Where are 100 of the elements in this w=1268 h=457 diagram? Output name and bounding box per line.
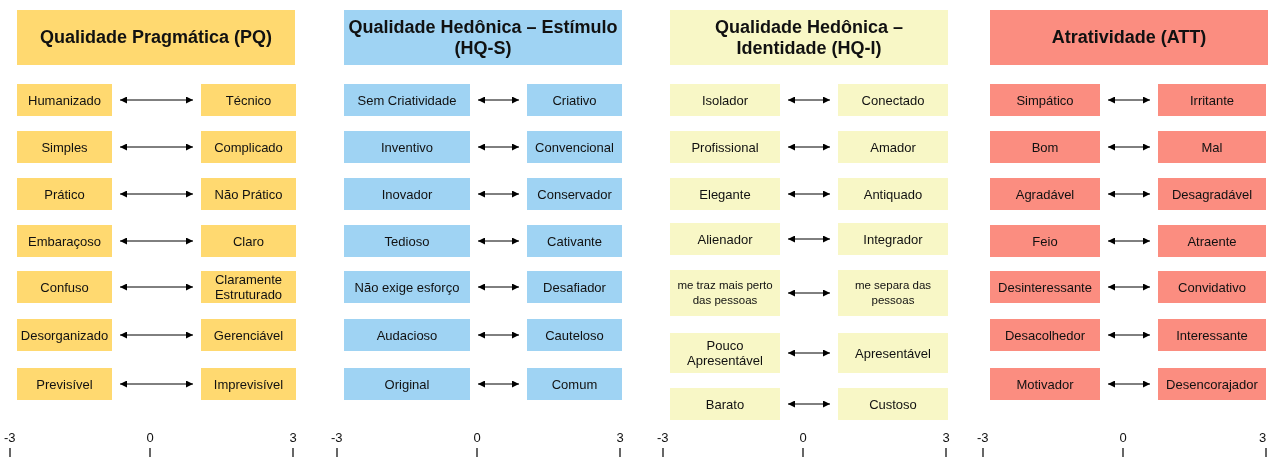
adjective-box: Conectado xyxy=(838,84,948,116)
adjective-box: Custoso xyxy=(838,388,948,420)
double-arrow xyxy=(1107,283,1151,291)
adjective-box: Apresentável xyxy=(838,333,948,373)
adjective-box: Convidativo xyxy=(1158,271,1266,303)
adjective-box: me traz mais perto das pessoas xyxy=(670,270,780,316)
double-arrow xyxy=(787,349,831,357)
category-header: Qualidade Hedônica – Estímulo (HQ-S) xyxy=(344,10,622,65)
adjective-box: Cativante xyxy=(527,225,622,257)
double-arrow xyxy=(119,96,194,104)
adjective-box: me separa das pessoas xyxy=(838,270,948,316)
double-arrow xyxy=(1107,237,1151,245)
adjective-box: Tedioso xyxy=(344,225,470,257)
double-arrow xyxy=(477,96,520,104)
adjective-box: Desorganizado xyxy=(17,319,112,351)
double-arrow xyxy=(787,190,831,198)
axis-tick-label: -3 xyxy=(4,430,16,445)
adjective-box: Confuso xyxy=(17,271,112,303)
double-arrow xyxy=(119,380,194,388)
axis-tick-label: 3 xyxy=(616,430,624,445)
adjective-box: Agradável xyxy=(990,178,1100,210)
adjective-box: Cauteloso xyxy=(527,319,622,351)
axis-tick-label: 0 xyxy=(1119,430,1127,445)
adjective-box: Desencorajador xyxy=(1158,368,1266,400)
adjective-box: Técnico xyxy=(201,84,296,116)
adjective-box: Simples xyxy=(17,131,112,163)
double-arrow xyxy=(1107,331,1151,339)
adjective-box: Inovador xyxy=(344,178,470,210)
category-header: Qualidade Pragmática (PQ) xyxy=(17,10,295,65)
axis-tick-label: 0 xyxy=(799,430,807,445)
axis-tick-label: -3 xyxy=(331,430,343,445)
adjective-box: Sem Criatividade xyxy=(344,84,470,116)
double-arrow xyxy=(1107,380,1151,388)
double-arrow xyxy=(787,235,831,243)
adjective-box: Criativo xyxy=(527,84,622,116)
adjective-box: Humanizado xyxy=(17,84,112,116)
adjective-box: Simpático xyxy=(990,84,1100,116)
double-arrow xyxy=(119,190,194,198)
adjective-box: Desinteressante xyxy=(990,271,1100,303)
adjective-box: Alienador xyxy=(670,223,780,255)
adjective-box: Desafiador xyxy=(527,271,622,303)
adjective-box: Prático xyxy=(17,178,112,210)
adjective-box: Irritante xyxy=(1158,84,1266,116)
adjective-box: Gerenciável xyxy=(201,319,296,351)
double-arrow xyxy=(1107,143,1151,151)
double-arrow xyxy=(787,96,831,104)
adjective-box: Barato xyxy=(670,388,780,420)
adjective-box: Previsível xyxy=(17,368,112,400)
adjective-box: Inventivo xyxy=(344,131,470,163)
axis-tick-label: 3 xyxy=(1259,430,1267,445)
double-arrow xyxy=(787,400,831,408)
double-arrow xyxy=(477,190,520,198)
adjective-box: Claro xyxy=(201,225,296,257)
double-arrow xyxy=(1107,190,1151,198)
adjective-box: Complicado xyxy=(201,131,296,163)
adjective-box: Elegante xyxy=(670,178,780,210)
double-arrow xyxy=(477,237,520,245)
axis-tick-label: 0 xyxy=(146,430,154,445)
adjective-box: Desagradável xyxy=(1158,178,1266,210)
adjective-box: Embaraçoso xyxy=(17,225,112,257)
adjective-box: Claramente Estruturado xyxy=(201,271,296,303)
adjective-box: Pouco Apresentável xyxy=(670,333,780,373)
adjective-box: Original xyxy=(344,368,470,400)
adjective-box: Não Prático xyxy=(201,178,296,210)
axis-tick-label: 3 xyxy=(942,430,950,445)
adjective-box: Amador xyxy=(838,131,948,163)
adjective-box: Audacioso xyxy=(344,319,470,351)
double-arrow xyxy=(119,237,194,245)
adjective-box: Motivador xyxy=(990,368,1100,400)
double-arrow xyxy=(787,289,831,297)
adjective-box: Desacolhedor xyxy=(990,319,1100,351)
adjective-box: Antiquado xyxy=(838,178,948,210)
axis-tick-label: -3 xyxy=(657,430,669,445)
double-arrow xyxy=(787,143,831,151)
adjective-box: Profissional xyxy=(670,131,780,163)
adjective-box: Conservador xyxy=(527,178,622,210)
double-arrow xyxy=(477,143,520,151)
double-arrow xyxy=(119,331,194,339)
adjective-box: Imprevisível xyxy=(201,368,296,400)
double-arrow xyxy=(477,283,520,291)
double-arrow xyxy=(477,380,520,388)
double-arrow xyxy=(1107,96,1151,104)
adjective-box: Feio xyxy=(990,225,1100,257)
adjective-box: Integrador xyxy=(838,223,948,255)
adjective-box: Convencional xyxy=(527,131,622,163)
category-header: Atratividade (ATT) xyxy=(990,10,1268,65)
category-header: Qualidade Hedônica – Identidade (HQ-I) xyxy=(670,10,948,65)
axis-tick-label: 0 xyxy=(473,430,481,445)
adjective-box: Comum xyxy=(527,368,622,400)
adjective-box: Mal xyxy=(1158,131,1266,163)
double-arrow xyxy=(119,143,194,151)
axis-tick-label: 3 xyxy=(289,430,297,445)
double-arrow xyxy=(477,331,520,339)
adjective-box: Interessante xyxy=(1158,319,1266,351)
adjective-box: Atraente xyxy=(1158,225,1266,257)
double-arrow xyxy=(119,283,194,291)
adjective-box: Isolador xyxy=(670,84,780,116)
axis-tick-label: -3 xyxy=(977,430,989,445)
adjective-box: Não exige esforço xyxy=(344,271,470,303)
adjective-box: Bom xyxy=(990,131,1100,163)
